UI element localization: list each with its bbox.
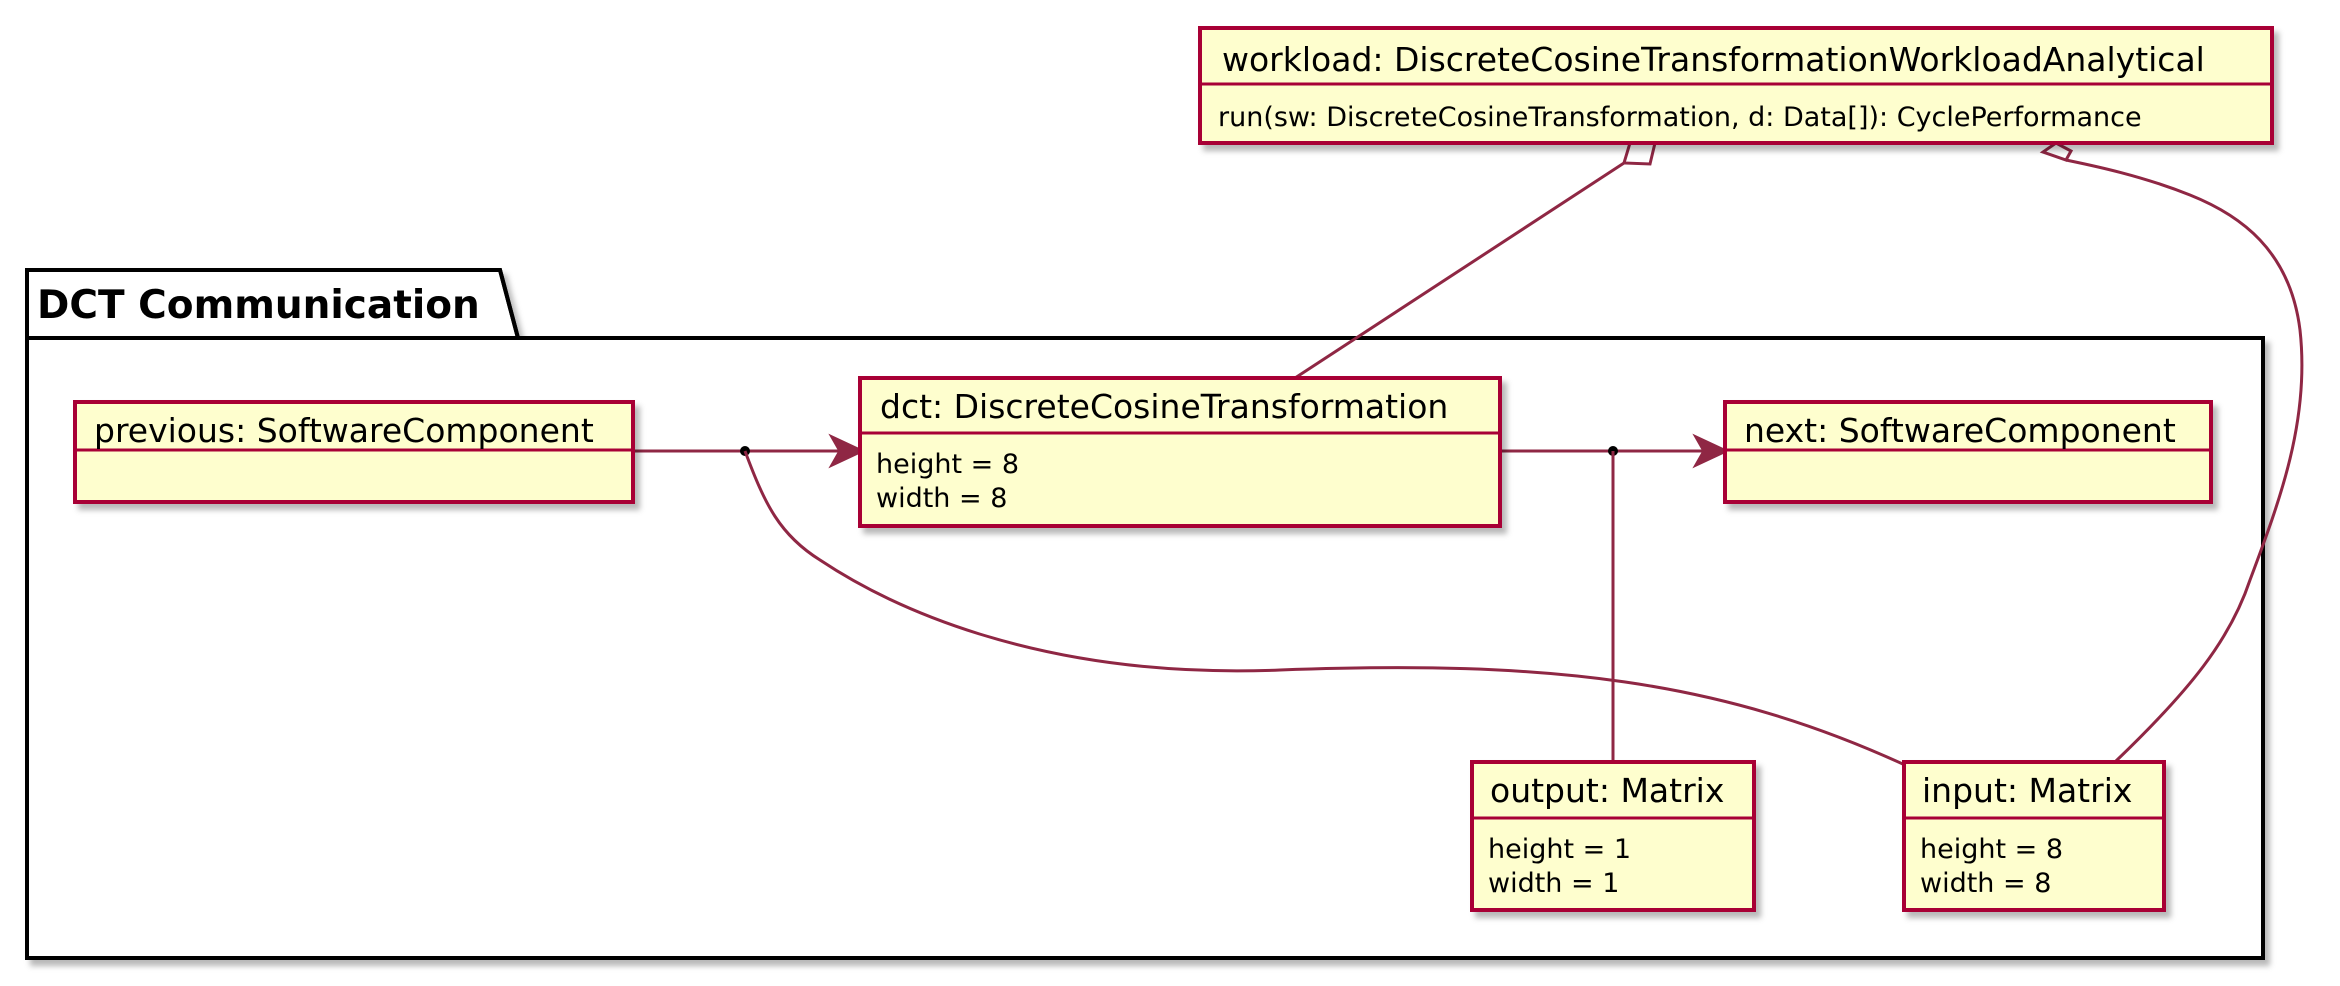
object-title: output: Matrix	[1490, 771, 1724, 810]
object-output[interactable]: output: Matrix height = 1 width = 1	[1470, 760, 1756, 912]
object-field: width = 8	[1920, 868, 2051, 899]
edge-link-to-input	[743, 450, 1906, 767]
edges	[632, 141, 2304, 767]
object-title: previous: SoftwareComponent	[94, 411, 594, 450]
object-method: run(sw: DiscreteCosineTransformation, d:…	[1218, 102, 2142, 133]
object-title: dct: DiscreteCosineTransformation	[880, 387, 1448, 426]
edge-workload-to-input	[2065, 158, 2304, 763]
arrowhead-dct	[828, 433, 866, 469]
object-workload[interactable]: workload: DiscreteCosineTransformationWo…	[1198, 26, 2274, 145]
object-title: input: Matrix	[1922, 771, 2132, 810]
package-title: DCT Communication	[37, 283, 480, 328]
object-previous[interactable]: previous: SoftwareComponent	[73, 400, 635, 504]
aggregation-diamond-input	[2039, 141, 2074, 162]
aggregation-diamond-dct	[1622, 141, 1657, 166]
object-input[interactable]: input: Matrix height = 8 width = 8	[1902, 760, 2166, 912]
object-field: height = 8	[876, 449, 1019, 480]
object-next[interactable]: next: SoftwareComponent	[1723, 400, 2213, 504]
arrowhead-next	[1692, 433, 1730, 469]
object-title: workload: DiscreteCosineTransformationWo…	[1222, 40, 2205, 79]
object-field: height = 8	[1920, 834, 2063, 865]
object-field: width = 1	[1488, 868, 1619, 899]
edge-workload-to-dct	[1294, 161, 1625, 380]
object-field: height = 1	[1488, 834, 1631, 865]
object-field: width = 8	[876, 483, 1007, 514]
object-title: next: SoftwareComponent	[1744, 411, 2176, 450]
object-dct[interactable]: dct: DiscreteCosineTransformation height…	[858, 376, 1502, 528]
